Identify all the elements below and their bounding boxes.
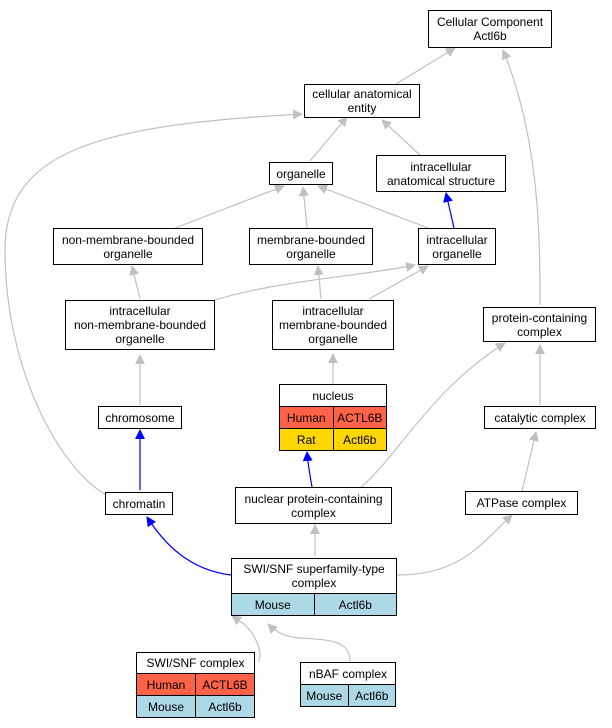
edge-mbo-to-organelle xyxy=(298,186,309,229)
gene-label: Actl6b xyxy=(313,594,397,615)
edge-atpase-to-catalytic xyxy=(521,431,539,492)
node-title: intracellular membrane-bounded organelle xyxy=(278,304,388,346)
gene-label: Actl6b xyxy=(332,429,387,450)
edge-super-part-of-chromatin xyxy=(146,516,232,576)
edge-inmbo-to-io xyxy=(214,262,416,301)
node-title: membrane-bounded organelle xyxy=(256,232,366,261)
node-swi-snf-superfamily-type-complex[interactable]: SWI/SNF superfamily-type complex Mouse A… xyxy=(231,558,397,616)
gene-label: Actl6b xyxy=(195,696,254,717)
node-title: organelle xyxy=(276,166,326,181)
edge-imbo-to-io xyxy=(368,265,429,300)
node-title: nucleus xyxy=(312,388,354,403)
node-title: non-membrane-bounded organelle xyxy=(61,232,195,261)
edge-io-to-organelle xyxy=(317,184,429,229)
species-label: Mouse xyxy=(306,688,343,703)
annotation-row-rat: Rat Actl6b xyxy=(280,428,386,450)
species-label: Rat xyxy=(296,432,316,447)
node-membrane-bounded-organelle[interactable]: membrane-bounded organelle xyxy=(249,228,373,265)
node-chromosome[interactable]: chromosome xyxy=(98,406,182,429)
node-nucleus[interactable]: nucleus Human ACTL6B Rat Actl6b xyxy=(279,384,387,451)
node-title: Cellular Component Actl6b xyxy=(436,15,544,43)
node-nbaf-complex[interactable]: nBAF complex Mouse Actl6b xyxy=(300,662,396,707)
edge-chromatin-to-cae xyxy=(4,109,303,497)
node-intracellular-anatomical-structure[interactable]: intracellular anatomical structure xyxy=(376,155,506,192)
gene-label: ACTL6B xyxy=(332,407,387,428)
edge-io-part-of-ias xyxy=(443,192,455,229)
node-title: catalytic complex xyxy=(494,410,586,425)
edge-npcc-to-pcc xyxy=(359,342,506,489)
node-organelle[interactable]: organelle xyxy=(269,162,333,185)
species-label: Human xyxy=(286,410,326,425)
node-title: protein-containing complex xyxy=(491,310,588,339)
edge-npcc-part-of-nucleus xyxy=(302,451,313,488)
edge-organelle-to-cae xyxy=(309,116,348,162)
node-catalytic-complex[interactable]: catalytic complex xyxy=(484,406,596,429)
node-title: chromosome xyxy=(105,410,175,425)
species-label: Human xyxy=(146,677,186,692)
node-title: intracellular non-membrane-bounded organ… xyxy=(73,304,207,346)
node-title: SWI/SNF complex xyxy=(146,656,245,670)
gene-label: Actl6b xyxy=(347,685,396,706)
annotation-row-mouse: Mouse Actl6b xyxy=(137,695,254,717)
node-title: nBAF complex xyxy=(308,666,388,681)
node-chromatin[interactable]: chromatin xyxy=(105,492,173,515)
edge-nbaf-to-super xyxy=(267,623,351,663)
edge-swisnf-to-super xyxy=(231,615,261,663)
node-atpase-complex[interactable]: ATPase complex xyxy=(465,491,578,515)
node-title: chromatin xyxy=(112,496,166,511)
node-intracellular-organelle[interactable]: intracellular organelle xyxy=(418,228,496,265)
node-title: SWI/SNF superfamily-type complex xyxy=(243,562,385,590)
edge-ias-to-cae xyxy=(381,119,421,156)
node-cellular-anatomical-entity[interactable]: cellular anatomical entity xyxy=(304,84,420,118)
node-cellular-component[interactable]: Cellular Component Actl6b xyxy=(428,10,552,48)
gene-label: ACTL6B xyxy=(195,674,254,695)
species-label: Mouse xyxy=(147,699,185,714)
node-title: intracellular organelle xyxy=(426,232,488,261)
annotation-row-mouse: Mouse Actl6b xyxy=(232,593,396,615)
edge-cae-to-cc xyxy=(395,47,456,85)
node-non-membrane-bounded-organelle[interactable]: non-membrane-bounded organelle xyxy=(53,228,203,265)
edge-nmbo-to-organelle xyxy=(174,184,285,229)
edge-inmbo-to-nmbo xyxy=(129,265,141,300)
node-protein-containing-complex[interactable]: protein-containing complex xyxy=(483,307,596,342)
node-title: nuclear protein-containing complex xyxy=(244,491,383,520)
node-swi-snf-complex[interactable]: SWI/SNF complex Human ACTL6B Mouse Actl6… xyxy=(136,652,255,718)
node-title: cellular anatomical entity xyxy=(312,87,412,115)
edge-imbo-to-mbo xyxy=(313,265,324,300)
node-intracellular-membrane-bounded-organelle[interactable]: intracellular membrane-bounded organelle xyxy=(272,300,394,350)
annotation-row-mouse: Mouse Actl6b xyxy=(301,684,395,706)
node-nuclear-protein-containing-complex[interactable]: nuclear protein-containing complex xyxy=(235,487,392,524)
annotation-row-human: Human ACTL6B xyxy=(137,673,254,695)
edge-swisnf-super-to-atpase xyxy=(396,514,513,576)
node-title: intracellular anatomical structure xyxy=(386,159,496,188)
node-title: ATPase complex xyxy=(476,496,567,510)
edge-pcc-to-cc xyxy=(501,49,541,306)
species-label: Mouse xyxy=(254,597,291,612)
node-intracellular-non-membrane-bounded-organelle[interactable]: intracellular non-membrane-bounded organ… xyxy=(65,300,215,350)
annotation-row-human: Human ACTL6B xyxy=(280,406,386,428)
